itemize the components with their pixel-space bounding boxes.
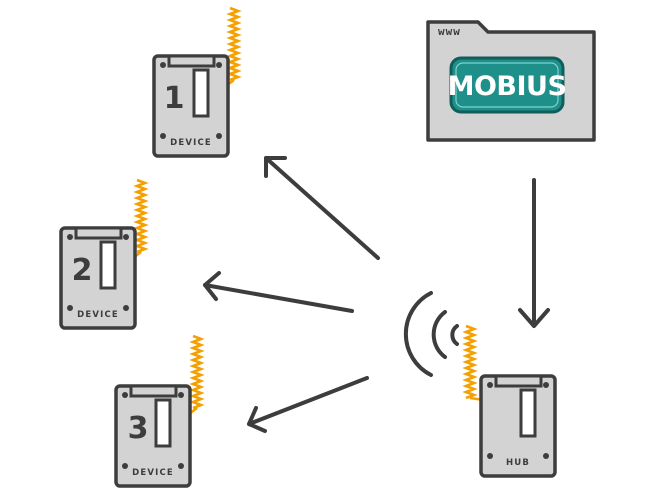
device-1: 1 DEVICE <box>152 6 240 158</box>
device-label: DEVICE <box>77 310 119 320</box>
device-label: DEVICE <box>170 138 212 148</box>
hub: HUB <box>464 324 557 478</box>
server-folder: www MOBIUS <box>426 20 596 142</box>
device-3: 3 DEVICE <box>114 334 203 488</box>
hub-connector <box>494 374 543 388</box>
device-connector <box>74 226 123 240</box>
device-label: DEVICE <box>132 468 174 478</box>
logo-text: MOBIUS <box>448 71 567 102</box>
device-number: 1 <box>164 81 185 116</box>
arrow-hub-to-device-3 <box>247 376 369 433</box>
arrows <box>203 156 550 433</box>
antenna-icon <box>135 178 147 254</box>
device-number: 2 <box>72 253 93 288</box>
arrow-hub-to-device-1 <box>264 156 380 260</box>
arrow-server-to-hub <box>518 178 550 328</box>
url-label: www <box>438 25 461 38</box>
hub-label: HUB <box>506 458 530 468</box>
wireless-signal-icon <box>403 291 459 377</box>
device-chip <box>154 398 172 448</box>
device-chip <box>99 240 117 290</box>
device-2: 2 DEVICE <box>59 178 147 330</box>
antenna-icon <box>464 324 476 400</box>
mobius-logo <box>449 56 565 114</box>
arrow-hub-to-device-2 <box>203 271 354 313</box>
antenna-icon <box>228 6 240 82</box>
device-number: 3 <box>128 411 149 446</box>
device-chip <box>192 68 210 118</box>
antenna-icon <box>191 334 203 410</box>
device-connector <box>167 54 216 68</box>
hub-chip <box>519 388 537 438</box>
device-connector <box>129 384 178 398</box>
